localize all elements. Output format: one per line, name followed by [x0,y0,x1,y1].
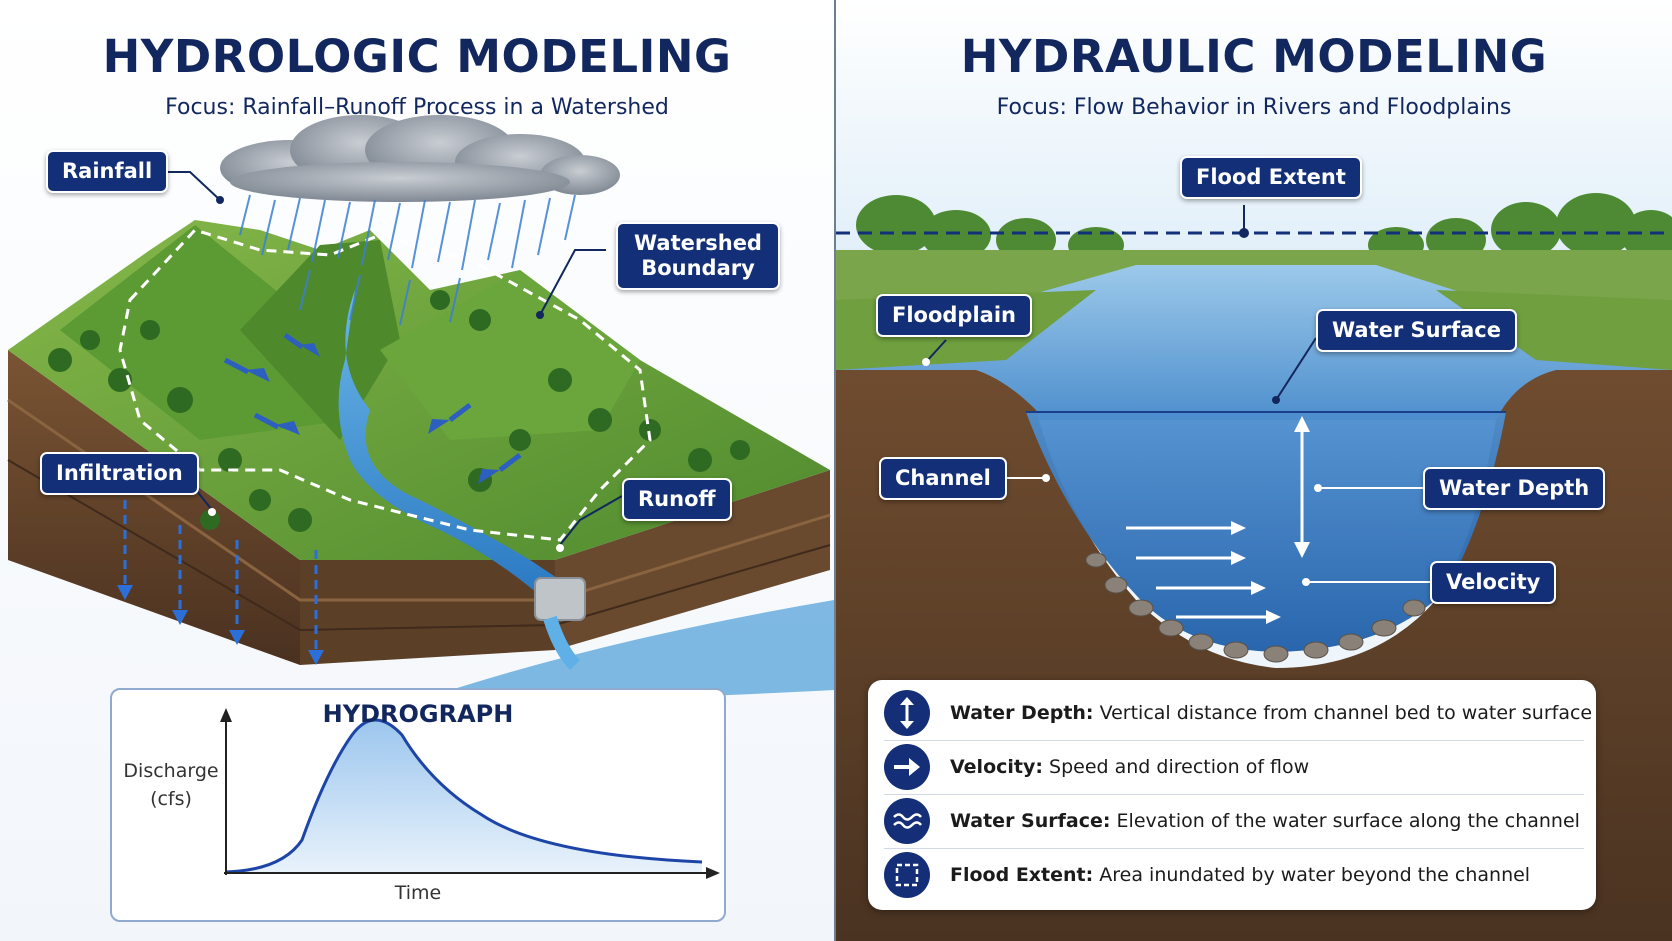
water-surface-label: Water Surface [1316,309,1517,353]
legend-text: Velocity: Speed and direction of flow [950,756,1309,778]
vertical-arrows-icon [884,690,930,736]
hydrograph-curve [225,718,703,874]
panel-divider [834,0,836,941]
hydrologic-subtitle: Focus: Rainfall–Runoff Process in a Wate… [165,95,669,120]
watershed-illustration [7,115,834,700]
legend-text: Water Surface: Elevation of the water su… [950,810,1580,832]
ylabel-line-2: (cfs) [150,787,192,810]
rainfall-label: Rainfall [46,150,169,194]
legend-term: Water Surface: [950,810,1111,832]
legend-row-water-surface: Water Surface: Elevation of the water su… [884,794,1584,849]
hydraulic-subtitle: Focus: Flow Behavior in Rivers and Flood… [996,95,1512,120]
hydrologic-title: HYDROLOGIC MODELING [102,30,732,83]
hydrograph-ylabel: Discharge (cfs) [116,758,226,813]
legend-row-velocity: Velocity: Speed and direction of flow [884,740,1584,795]
hydraulic-title: HYDRAULIC MODELING [960,30,1548,83]
hydrograph-title: HYDROGRAPH [322,700,514,728]
legend-desc: Speed and direction of flow [1049,756,1310,778]
flood-extent-label: Flood Extent [1180,156,1362,200]
legend-desc: Area inundated by water beyond the chann… [1099,864,1531,886]
x-axis-arrow [706,867,720,879]
ylabel-line-1: Discharge [123,760,219,782]
legend-text: Water Depth: Vertical distance from chan… [950,702,1592,724]
hydrograph-xlabel: Time [394,882,442,904]
legend-term: Velocity: [950,756,1043,778]
hydrograph-plot [220,708,720,879]
infiltration-label: Infiltration [40,452,199,496]
legend-text: Flood Extent: Area inundated by water be… [950,864,1530,886]
dashed-square-icon [884,852,930,898]
watershed-boundary-label: Watershed Boundary [616,222,780,291]
water-depth-label: Water Depth [1423,467,1606,511]
legend-desc: Elevation of the water surface along the… [1116,810,1580,832]
right-arrow-icon [884,744,930,790]
legend-row-flood-extent: Flood Extent: Area inundated by water be… [884,848,1584,902]
legend-row-water-depth: Water Depth: Vertical distance from chan… [884,686,1592,741]
runoff-label: Runoff [622,478,732,522]
velocity-label: Velocity [1430,561,1557,605]
floodplain-label: Floodplain [876,294,1032,338]
legend-desc: Vertical distance from channel bed to wa… [1099,702,1593,724]
waves-icon [884,798,930,844]
channel-label: Channel [879,457,1007,501]
y-axis-arrow [220,708,232,722]
legend-term: Water Depth: [950,702,1094,724]
hydraulic-legend: Water Depth: Vertical distance from chan… [868,680,1596,910]
legend-term: Flood Extent: [950,864,1094,886]
hydrograph-area [226,720,702,872]
hydrologic-panel: HYDROLOGIC MODELING Focus: Rainfall–Runo… [0,0,834,941]
hydrograph-chart: HYDROGRAPH Discharge (cfs) Time [110,688,726,922]
